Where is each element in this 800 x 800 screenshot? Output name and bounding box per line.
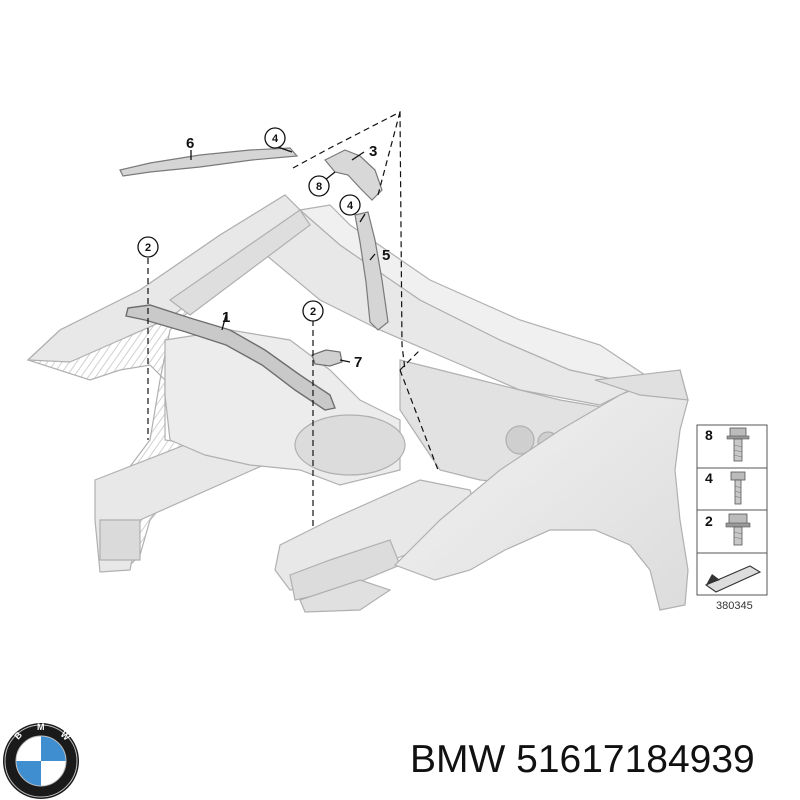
hex-bolt-icon bbox=[730, 471, 746, 505]
diagram-reference-code: 380345 bbox=[716, 600, 753, 612]
part-caption: BMW 51617184939 bbox=[410, 738, 800, 788]
part-3-bracket bbox=[324, 149, 383, 201]
part-6-brace-rod bbox=[119, 147, 299, 177]
circled-callouts: 4 8 4 2 2 bbox=[137, 127, 361, 322]
svg-text:4: 4 bbox=[347, 200, 354, 212]
arrow-right-icon bbox=[704, 565, 762, 593]
circled-callout-8: 8 bbox=[308, 175, 330, 197]
flange-bolt-icon bbox=[726, 427, 750, 462]
legend-number-4: 4 bbox=[705, 470, 713, 486]
callout-labels: 6 3 5 1 7 bbox=[186, 135, 390, 371]
part-7-bracket bbox=[311, 349, 343, 367]
flange-bolt-short-icon bbox=[725, 513, 751, 546]
fastener-legend: 8 4 2 380345 bbox=[696, 424, 768, 612]
part-5-strut bbox=[354, 211, 389, 331]
callout-part-3: 3 bbox=[369, 143, 377, 160]
callout-part-1: 1 bbox=[222, 309, 230, 326]
circled-callout-4-mid: 4 bbox=[339, 194, 361, 216]
brand-name: BMW bbox=[410, 738, 506, 781]
svg-text:M: M bbox=[37, 722, 45, 732]
dashed-reference-lines bbox=[147, 111, 439, 530]
part-number: 51617184939 bbox=[516, 738, 755, 781]
body-structure-illustration bbox=[26, 194, 689, 613]
circled-callout-2-center: 2 bbox=[302, 300, 324, 322]
part-1-cross-brace bbox=[125, 304, 336, 411]
circled-callout-2-left: 2 bbox=[137, 236, 159, 258]
bmw-logo: B M W bbox=[3, 722, 79, 799]
legend-number-8: 8 bbox=[705, 427, 713, 443]
svg-text:8: 8 bbox=[316, 181, 322, 193]
callout-part-6: 6 bbox=[186, 135, 194, 152]
parts-group bbox=[119, 147, 389, 411]
legend-number-2: 2 bbox=[705, 513, 713, 529]
svg-text:2: 2 bbox=[145, 242, 151, 254]
callout-part-7: 7 bbox=[354, 354, 362, 371]
callout-part-5: 5 bbox=[382, 247, 390, 264]
circled-callout-4-top: 4 bbox=[264, 127, 286, 149]
svg-text:2: 2 bbox=[310, 306, 316, 318]
svg-text:4: 4 bbox=[272, 133, 279, 145]
